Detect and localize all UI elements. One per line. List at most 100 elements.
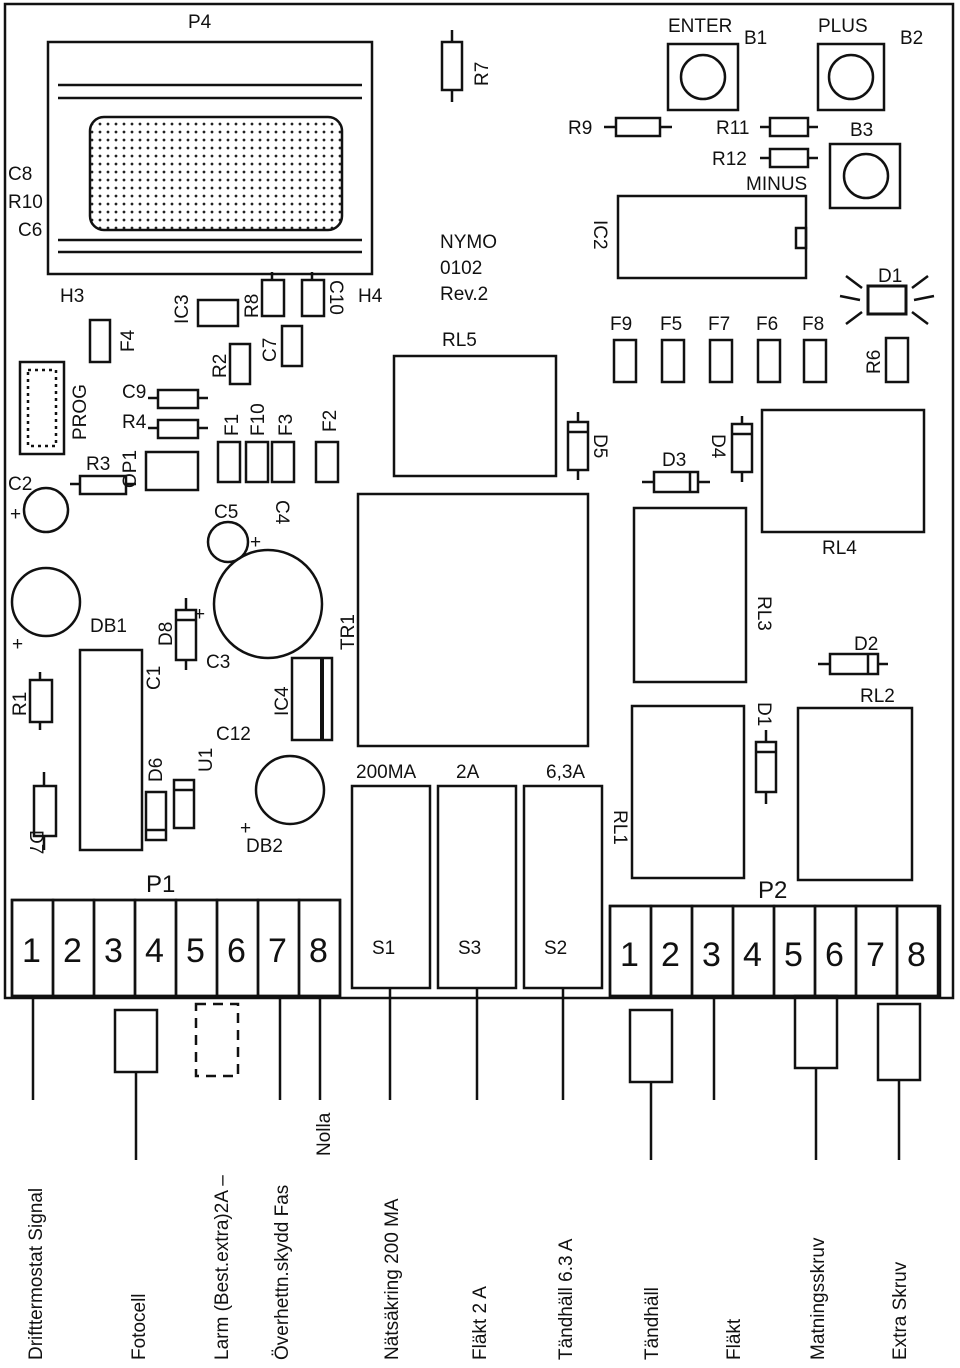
component-label: IC4 [272, 686, 293, 716]
fuse-holder-f5: F5 [660, 314, 686, 384]
display-side-label: C8 [8, 164, 32, 185]
fuse-rating: 6,3A [546, 762, 585, 783]
component-label: C4 [271, 500, 292, 525]
pin-number: 8 [309, 932, 328, 970]
component-label: D6 [146, 758, 167, 782]
polarity-plus: + [250, 532, 261, 553]
component-label: C9 [122, 382, 146, 403]
terminal-pin: 2 [649, 904, 694, 998]
fuse-ref: S3 [458, 938, 481, 959]
component-label: PROG [70, 384, 91, 440]
button-label: MINUS [746, 174, 807, 195]
board-title-line: 0102 [440, 258, 482, 279]
terminal-pin: 3 [690, 904, 735, 998]
pin-number: 2 [63, 932, 82, 970]
wiring-label: Drifttermostat Signal [26, 1188, 47, 1360]
component-label: R1 [10, 692, 31, 716]
resistor-r9: R9 [568, 116, 672, 139]
terminal-pin: 7 [256, 898, 301, 998]
component-label: D5 [589, 434, 610, 458]
component-label: F8 [802, 314, 824, 335]
component-label: C12 [216, 724, 251, 745]
lcd-display-p4: P4 C8 R10 C6 [8, 12, 374, 276]
component-label: C10 [325, 280, 346, 315]
component-label: TR1 [338, 614, 359, 650]
pin-number: 4 [743, 936, 762, 974]
component-label: C7 [260, 338, 281, 362]
diode-d1-rect: D1 [753, 702, 778, 804]
resistor-r7: R7 [440, 30, 493, 102]
fuse-rating: 200MA [356, 762, 417, 783]
component-label: R7 [472, 62, 493, 86]
pin-number: 2 [661, 936, 680, 974]
resistor-r6: R6 [864, 336, 910, 384]
wiring-label: Tändhäll [642, 1287, 663, 1360]
diode-d3: D3 [642, 450, 710, 494]
component-label: D1 [753, 702, 774, 726]
resistor-r8: R8 [242, 272, 286, 318]
button-enter-b1: ENTER B1 [666, 16, 767, 112]
pin-number: 5 [186, 932, 205, 970]
resistor-r11: R11 [716, 116, 818, 139]
pin-number: 6 [825, 936, 844, 974]
component-label: D7 [25, 830, 46, 854]
capacitor-c1: C1 [78, 648, 165, 852]
terminal-pin: 4 [133, 898, 178, 998]
display-side-label: C6 [18, 220, 42, 241]
component-label: D4 [707, 434, 728, 459]
resistor-r4: R4 [122, 412, 208, 440]
component-label: R11 [716, 118, 749, 139]
component-label: F4 [118, 329, 139, 352]
terminal-pin: 3 [92, 898, 137, 998]
fuse-s3: 2A S3 [436, 762, 518, 990]
terminal-pin: 2 [51, 898, 96, 998]
component-label: F1 [222, 414, 243, 436]
component-label: R2 [210, 354, 231, 378]
component-label: F3 [276, 414, 297, 436]
relay-rl1: RL1 [609, 704, 746, 880]
wiring-label: Nolla [314, 1112, 335, 1156]
fuse-holder-f3: F3 [270, 414, 297, 484]
regulator-u1: U1 [172, 748, 217, 830]
capacitor-c2: C2+ [8, 474, 70, 534]
diode-d6: D6 [144, 758, 168, 842]
component-label: RL3 [753, 596, 774, 631]
component-label: F10 [248, 403, 269, 436]
relay-rl3: RL3 [632, 506, 774, 684]
wiring-label: Nätsäkring 200 MA [382, 1198, 403, 1360]
component-label: U1 [196, 748, 217, 772]
button-label: PLUS [818, 16, 868, 37]
component-label: C5 [214, 502, 238, 523]
diode-d7: D7 [25, 772, 58, 854]
polarity-plus: + [12, 634, 23, 655]
capacitor-c7: C7 [260, 324, 304, 368]
component-label: DB2 [246, 836, 283, 857]
button-minus-b3: MINUS B3 [746, 120, 902, 210]
fuse-ref: S2 [544, 938, 567, 959]
diode-d5: D5 [566, 412, 610, 480]
component-label: RL1 [609, 810, 630, 845]
button-ref: B2 [900, 28, 923, 49]
button-label: ENTER [668, 16, 732, 37]
pin-number: 8 [907, 936, 926, 974]
resistor-r12: R12 [712, 147, 818, 170]
fuse-rating: 2A [456, 762, 480, 783]
diode-d8: D8 [156, 598, 198, 670]
component-label: R3 [86, 454, 110, 475]
terminal-pin: 4 [731, 904, 776, 998]
component-label: D8 [156, 622, 177, 646]
wiring-label: Fotocell [129, 1293, 150, 1360]
wiring-label: Tändhäll 6.3 A [556, 1238, 577, 1360]
button-plus-b2: PLUS B2 [816, 16, 923, 112]
terminal-pin: 6 [215, 898, 260, 998]
terminal-pin: 8 [895, 904, 940, 998]
capacitor-c4: C4 [271, 500, 292, 525]
pcb-outline [3, 2, 955, 1000]
pin-number: 3 [104, 932, 123, 970]
relay-rl5: RL5 [392, 330, 558, 478]
wiring-label: Överhettn.skydd Fas [272, 1185, 293, 1360]
terminal-pin: 6 [813, 904, 858, 998]
capacitor-c10: C10 [300, 272, 346, 318]
display-side-label: R10 [8, 192, 43, 213]
